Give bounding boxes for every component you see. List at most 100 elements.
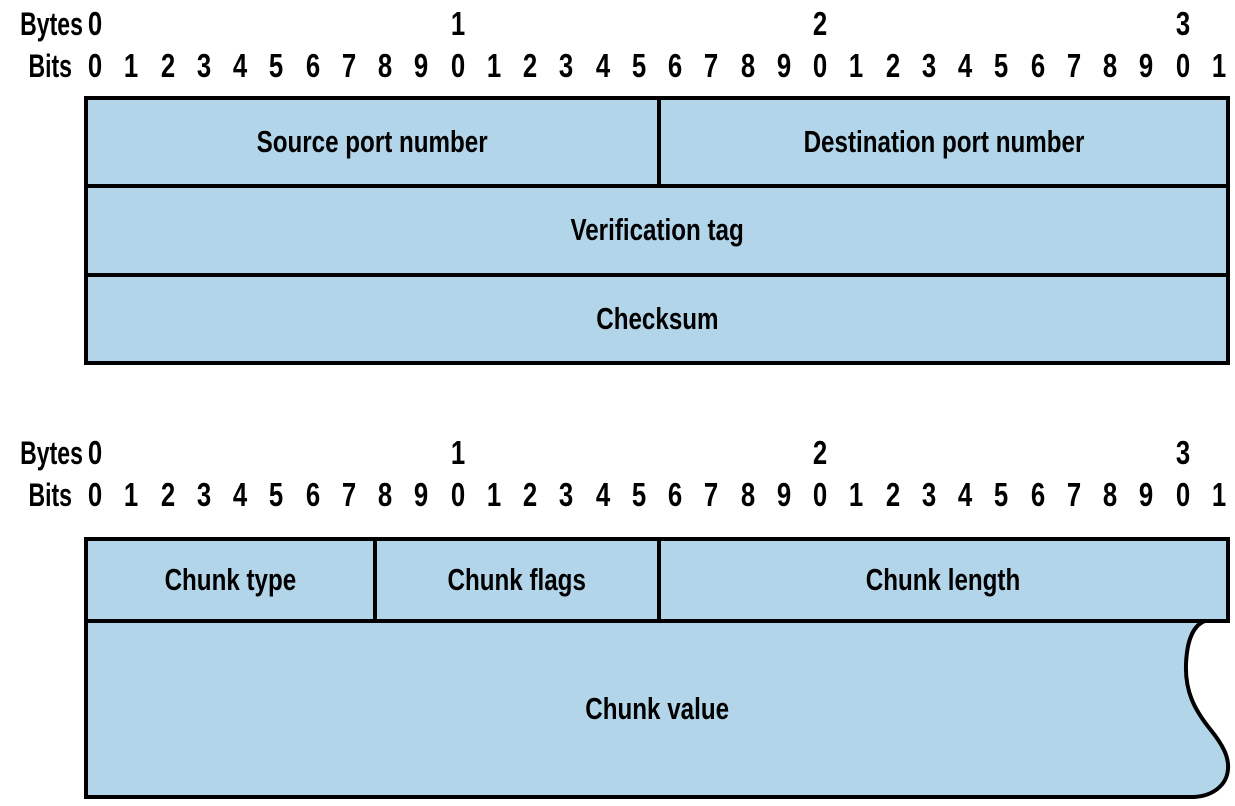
bit-number: 5	[631, 476, 646, 513]
bit-number: 7	[704, 47, 719, 84]
bit-number: 8	[377, 47, 393, 84]
bit-number: 8	[1102, 47, 1118, 84]
bit-number: 9	[414, 476, 429, 513]
field-source-port: Source port number	[88, 100, 657, 184]
torn-edge-shape	[84, 619, 1231, 799]
bit-number: 2	[522, 476, 538, 513]
bit-number: 8	[740, 476, 755, 513]
byte-number: 2	[812, 434, 828, 471]
bit-number: 7	[1066, 47, 1081, 84]
bit-number: 9	[776, 47, 791, 84]
bits-ruler-label: Bits	[28, 48, 72, 84]
field-chunk-length: Chunk length	[657, 541, 1226, 619]
bit-number: 6	[1030, 47, 1045, 84]
byte-number: 3	[1175, 434, 1190, 471]
bit-number: 8	[377, 476, 393, 513]
field-chunk-flags: Chunk flags	[372, 541, 658, 619]
bit-number: 5	[631, 47, 646, 84]
bit-number: 6	[1030, 476, 1045, 513]
bit-number: 9	[1139, 47, 1154, 84]
bit-number: 2	[160, 47, 175, 84]
field-destination-port: Destination port number	[657, 100, 1226, 185]
bit-number: 2	[160, 476, 175, 513]
table-row: Verification tag	[88, 184, 1226, 272]
bit-number: 9	[1139, 476, 1154, 513]
bit-number: 7	[1066, 476, 1081, 513]
bit-number: 3	[196, 47, 211, 84]
byte-number: 2	[812, 5, 828, 42]
bit-number: 1	[849, 476, 864, 513]
bits-ruler-label: Bits	[28, 477, 72, 513]
bit-number: 5	[994, 47, 1009, 84]
bit-number: 6	[667, 47, 683, 84]
bit-number: 4	[595, 476, 610, 513]
table-row: Checksum	[88, 272, 1226, 361]
bit-number: 9	[776, 476, 791, 513]
bit-number: 1	[124, 47, 139, 84]
bit-number: 0	[1175, 476, 1190, 513]
bytes-ruler-label: Bytes	[20, 6, 83, 42]
table-row: Source port number Destination port numb…	[88, 100, 1226, 185]
chunk-header-table: Chunk type Chunk flags Chunk length	[84, 537, 1230, 623]
bit-number: 0	[87, 476, 103, 513]
bit-number: 4	[957, 47, 973, 84]
byte-number: 1	[450, 5, 465, 42]
bit-number: 0	[812, 47, 828, 84]
bit-number: 6	[305, 47, 320, 84]
bytes-ruler-label: Bytes	[20, 435, 83, 471]
bit-number: 0	[812, 476, 828, 513]
bit-number: 5	[269, 476, 284, 513]
bit-number: 2	[522, 47, 538, 84]
bit-number: 3	[921, 476, 936, 513]
table-row: Chunk type Chunk flags Chunk length	[88, 541, 1226, 619]
bit-number: 3	[196, 476, 211, 513]
bit-number: 1	[849, 47, 864, 84]
bit-number: 1	[1211, 476, 1226, 513]
common-header-table: Source port number Destination port numb…	[84, 96, 1230, 365]
bytes-ruler: Bytes 0 1 2 3	[0, 435, 1235, 472]
bit-number: 1	[124, 476, 139, 513]
field-label: Chunk length	[866, 562, 1021, 597]
bit-number: 4	[957, 476, 973, 513]
field-verification-tag: Verification tag	[88, 188, 1226, 272]
bit-number: 2	[885, 47, 900, 84]
bit-number: 7	[341, 476, 356, 513]
bit-number: 6	[305, 476, 320, 513]
bit-number: 0	[1175, 47, 1190, 84]
bit-number: 3	[559, 476, 574, 513]
bit-number: 2	[885, 476, 900, 513]
field-label: Chunk type	[164, 562, 297, 597]
bit-number: 8	[740, 47, 755, 84]
bit-number: 1	[486, 476, 501, 513]
bit-number: 1	[486, 47, 501, 84]
bit-number: 5	[994, 476, 1009, 513]
bit-number: 4	[232, 476, 248, 513]
bit-number: 7	[704, 476, 719, 513]
field-label: Source port number	[256, 124, 489, 160]
bit-number: 0	[87, 47, 103, 84]
byte-number: 1	[450, 434, 465, 471]
byte-number: 0	[87, 434, 103, 471]
bit-number: 4	[232, 47, 248, 84]
bit-number: 0	[450, 47, 465, 84]
bit-number: 3	[559, 47, 574, 84]
bit-number: 0	[450, 476, 465, 513]
chunk-value-torn-box	[84, 619, 1231, 799]
byte-number: 3	[1175, 5, 1190, 42]
field-label: Destination port number	[803, 124, 1084, 160]
field-label: Verification tag	[570, 212, 744, 248]
byte-numbers: 0 1 2 3	[84, 435, 1230, 471]
bit-number: 8	[1102, 476, 1118, 513]
bit-number: 9	[414, 47, 429, 84]
bit-number: 7	[341, 47, 356, 84]
field-checksum: Checksum	[88, 277, 1226, 361]
field-chunk-type: Chunk type	[88, 541, 373, 619]
bit-number: 6	[667, 476, 683, 513]
